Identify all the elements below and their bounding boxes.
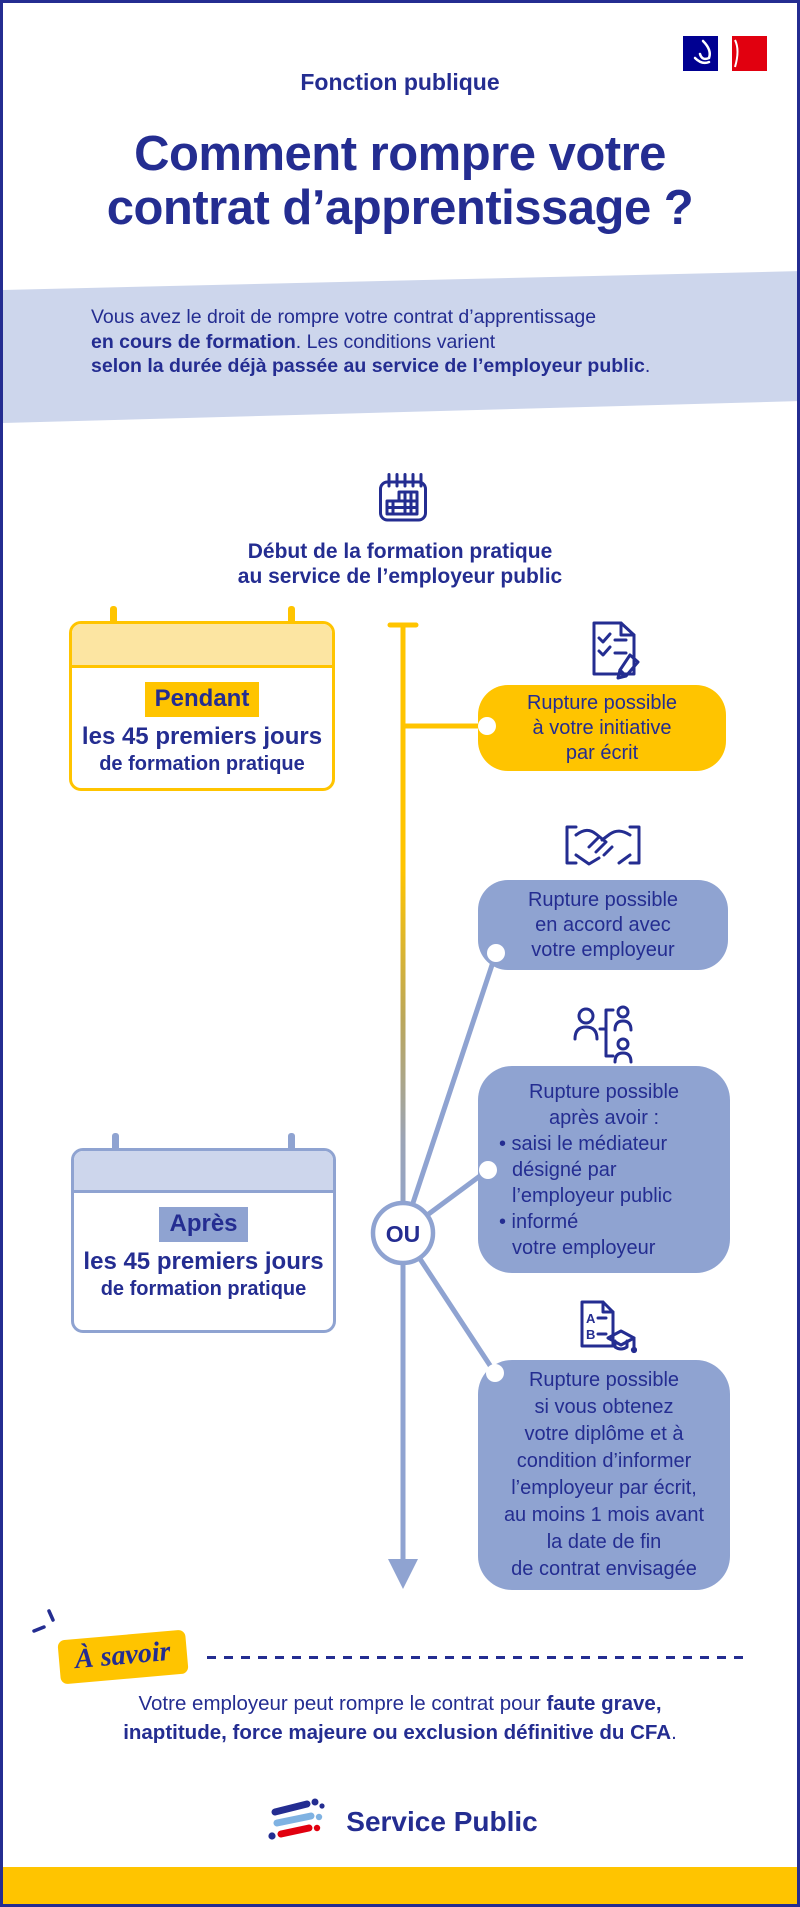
brand-row: Service Public <box>3 1797 797 1847</box>
bubble-bullet-item-cont: votre employeur <box>512 1236 656 1259</box>
bubble-line: Rupture possible <box>528 1369 680 1391</box>
bubble-line: au moins 1 mois avant <box>503 1504 705 1526</box>
calendar-grid-icon <box>379 473 427 522</box>
document-check-pencil-icon <box>592 621 640 680</box>
bubble-line: Rupture possible <box>527 888 679 911</box>
bubble-bullet-item: • informé <box>499 1210 579 1233</box>
diploma-graduation-icon: A B <box>580 1300 637 1354</box>
bubble-line: Rupture possible <box>528 1080 680 1103</box>
apres-line-1: les 45 premiers jours <box>83 1248 324 1275</box>
france-flag-icon <box>683 36 767 71</box>
intro-line-1: Vous avez le droit de rompre votre contr… <box>91 306 597 328</box>
mediator-people-icon <box>573 1005 633 1064</box>
bubble-line: votre employeur <box>531 938 675 961</box>
pendant-card-header <box>72 624 332 668</box>
intro-line-3-bold: selon la durée déjà passée au service de… <box>91 355 645 377</box>
sparkle-rays-icon <box>32 1609 55 1633</box>
pendant-highlight: Pendant <box>144 682 260 717</box>
bubble-line: l’employeur par écrit, <box>511 1477 697 1499</box>
intro-text: Vous avez le droit de rompre votre contr… <box>91 305 650 379</box>
apres-line-2: de formation pratique <box>100 1278 307 1300</box>
footer-note: Votre employeur peut rompre le contrat p… <box>3 1689 797 1747</box>
svg-text:B: B <box>586 1327 595 1342</box>
ou-label: OU <box>385 1221 421 1247</box>
bubble-rupture-mediateur: Rupture possible après avoir : • saisi l… <box>478 1066 730 1273</box>
note-bold-1: faute grave, <box>546 1692 662 1715</box>
note-regular: Votre employeur peut rompre le contrat p… <box>138 1692 547 1715</box>
apres-highlight: Après <box>159 1207 248 1242</box>
page-title: Comment rompre votre contrat d’apprentis… <box>3 127 797 235</box>
bubble-rupture-diplome: Rupture possible si vous obtenez votre d… <box>478 1360 730 1590</box>
intro-line-2-rest: . Les conditions varient <box>295 330 496 353</box>
pendant-line-2: de formation pratique <box>99 753 305 775</box>
bubble-bullet-item-cont: l’employeur public <box>512 1184 673 1207</box>
svg-text:A: A <box>586 1311 596 1326</box>
service-public-logo-icon <box>268 1798 325 1840</box>
bubble-rupture-initiative: Rupture possible à votre initiative par … <box>478 685 726 771</box>
timeline-arrowhead <box>388 1559 418 1589</box>
intro-band: Vous avez le droit de rompre votre contr… <box>3 271 797 423</box>
timeline-heading-line-2: au service de l’employeur public <box>237 565 563 588</box>
a-savoir-badge: À savoir <box>57 1629 189 1685</box>
note-rest: . <box>671 1721 677 1744</box>
title-line-2: contrat d’apprentissage ? <box>106 181 694 235</box>
bubble-line: Rupture possible <box>526 691 678 714</box>
bubble-line: en accord avec <box>535 913 671 936</box>
brand-name: Service Public <box>346 1806 538 1837</box>
bubble-line: condition d’informer <box>516 1450 692 1472</box>
bubble-bullet-item-cont: désigné par <box>512 1158 617 1181</box>
timeline-heading: Début de la formation pratique au servic… <box>3 539 797 589</box>
bubble-bullet-item: • saisi le médiateur <box>499 1132 668 1155</box>
intro-line-3-rest: . <box>644 355 651 377</box>
bubble-line: après avoir : <box>548 1106 660 1129</box>
bubble-line: par écrit <box>565 741 639 764</box>
bubble-line: de contrat envisagée <box>511 1558 697 1580</box>
note-bold-2: inaptitude, force majeure ou exclusion d… <box>123 1721 672 1744</box>
bubble-line: la date de fin <box>546 1531 662 1553</box>
bubble-rupture-accord: Rupture possible en accord avec votre em… <box>478 880 728 970</box>
title-line-1: Comment rompre votre <box>134 127 666 181</box>
intro-line-2-bold: en cours de formation <box>91 330 296 353</box>
pendant-period-card: Pendant les 45 premiers jours de formati… <box>69 621 335 791</box>
bubble-line: votre diplôme et à <box>524 1423 684 1445</box>
apres-period-card: Après les 45 premiers jours de formation… <box>71 1148 336 1333</box>
bottom-accent-bar <box>3 1867 797 1904</box>
bubble-line: si vous obtenez <box>534 1396 674 1418</box>
pendant-line-1: les 45 premiers jours <box>81 723 323 750</box>
bubble-line: à votre initiative <box>532 716 672 739</box>
edition-tag: Fonction publique <box>300 69 500 95</box>
apres-card-header <box>74 1151 333 1193</box>
dashed-separator <box>207 1656 747 1659</box>
timeline-heading-line-1: Début de la formation pratique <box>247 540 553 563</box>
handshake-icon <box>565 825 641 866</box>
